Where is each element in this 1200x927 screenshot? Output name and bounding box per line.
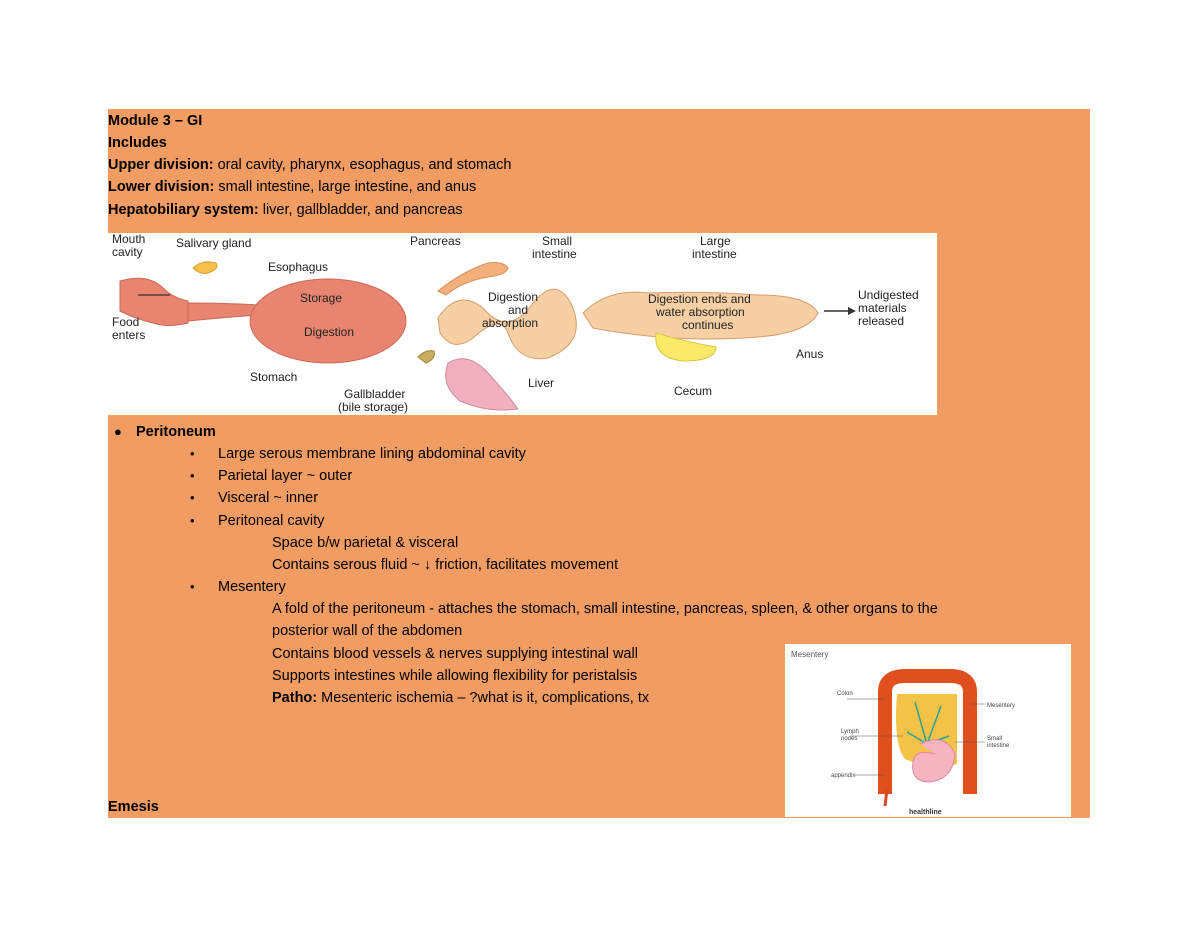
bullet-icon: •: [190, 579, 195, 594]
food-enters-label: Food: [112, 315, 139, 329]
patho-line: Patho: Mesenteric ischemia – ?what is it…: [272, 690, 650, 706]
upper-division-line: Upper division: oral cavity, pharynx, es…: [108, 157, 512, 173]
healthline-logo: healthline: [909, 809, 942, 816]
bullet-icon: •: [190, 490, 195, 505]
esophagus-label: Esophagus: [268, 260, 328, 274]
small-intestine-label: Small: [987, 736, 1002, 742]
salivary-gland-label: Salivary gland: [176, 236, 251, 250]
svg-text:nodes: nodes: [841, 736, 857, 742]
sub-item: posterior wall of the abdomen: [272, 623, 463, 639]
svg-text:intestine: intestine: [692, 247, 737, 261]
svg-text:cavity: cavity: [112, 245, 143, 259]
emesis-heading: Emesis: [108, 799, 159, 815]
cecum-label: Cecum: [674, 384, 712, 398]
sub-item: Contains serous fluid ~ ↓ friction, faci…: [272, 557, 619, 573]
storage-label: Storage: [300, 291, 342, 305]
orange-note-panel: Module 3 – GI Includes Upper division: o…: [108, 109, 1090, 818]
lymph-nodes-label: Lymph: [841, 729, 859, 735]
bullet-icon: •: [190, 468, 195, 483]
sub-item: Space b/w parietal & visceral: [272, 535, 459, 551]
colon-label: Colon: [837, 691, 853, 697]
list-item: Peritoneal cavity: [218, 513, 325, 529]
svg-text:continues: continues: [682, 318, 733, 332]
list-item: Parietal layer ~ outer: [218, 468, 353, 484]
svg-text:intestine: intestine: [987, 743, 1010, 749]
sub-item: A fold of the peritoneum - attaches the …: [272, 601, 938, 617]
list-item: Large serous membrane lining abdominal c…: [218, 446, 526, 462]
liver-label: Liver: [528, 376, 554, 390]
figure-title: Mesentery: [791, 650, 828, 659]
svg-text:released: released: [858, 314, 904, 328]
digestion-label: Digestion: [304, 325, 354, 339]
includes-heading: Includes: [108, 135, 167, 151]
gi-tract-diagram: Mouth cavity Food enters Salivary gland …: [108, 233, 937, 415]
list-item: Visceral ~ inner: [218, 490, 319, 506]
svg-text:absorption: absorption: [482, 316, 538, 330]
mouth-cavity-label: Mouth: [112, 233, 145, 246]
small-intestine-label: Small: [542, 234, 572, 248]
svg-text:and: and: [508, 303, 528, 317]
hepatobiliary-line: Hepatobiliary system: liver, gallbladder…: [108, 202, 463, 218]
pancreas-label: Pancreas: [410, 234, 461, 248]
digestion-ends-label: Digestion ends and: [648, 292, 751, 306]
bullet-icon: •: [190, 513, 195, 528]
appendix-label: appendix: [831, 773, 855, 779]
gallbladder-label: Gallbladder: [344, 387, 405, 401]
module-title: Module 3 – GI: [108, 113, 203, 129]
undigested-label: Undigested: [858, 288, 919, 302]
digestion-absorption-label: Digestion: [488, 290, 538, 304]
anus-label: Anus: [796, 347, 823, 361]
peritoneum-heading: Peritoneum: [136, 424, 216, 440]
sub-item: Contains blood vessels & nerves supplyin…: [272, 646, 638, 662]
svg-text:water absorption: water absorption: [655, 305, 745, 319]
svg-text:enters: enters: [112, 328, 145, 342]
mesentery-figure: Mesentery Colon Mesentery Lymph nodes Sm…: [785, 644, 1071, 817]
svg-text:intestine: intestine: [532, 247, 577, 261]
lower-division-line: Lower division: small intestine, large i…: [108, 179, 477, 195]
bullet-icon: ●: [114, 424, 122, 439]
stomach-label: Stomach: [250, 370, 297, 384]
sub-item: Supports intestines while allowing flexi…: [272, 668, 638, 684]
large-intestine-label: Large: [700, 234, 731, 248]
bullet-icon: •: [190, 446, 195, 461]
svg-text:materials: materials: [858, 301, 907, 315]
list-item: Mesentery: [218, 579, 286, 595]
svg-text:(bile storage): (bile storage): [338, 400, 408, 414]
mesentery-label: Mesentery: [987, 703, 1015, 709]
